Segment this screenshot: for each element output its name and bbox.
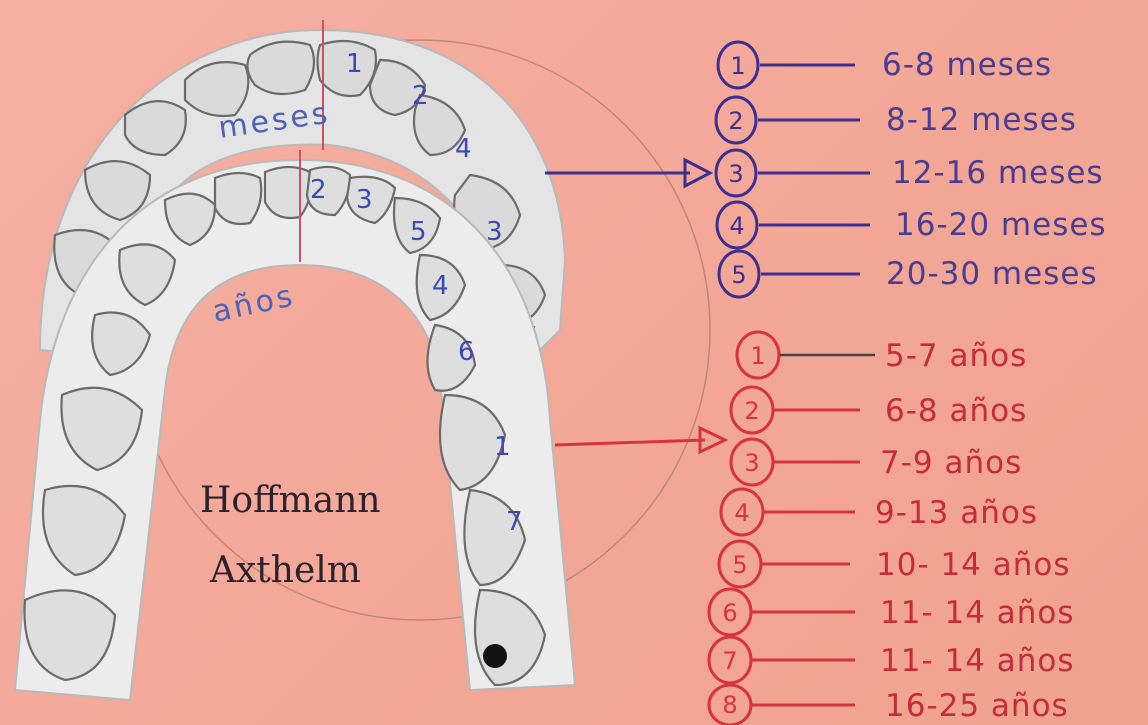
key-row: 8 16-25 años	[709, 685, 1069, 725]
key-number: 2	[744, 397, 759, 425]
key-age-range: 8-12 meses	[886, 102, 1077, 138]
tooth-number: 4	[455, 134, 472, 164]
key-age-range: 6-8 años	[885, 393, 1027, 429]
key-row: 1 6-8 meses	[718, 42, 1052, 88]
arrow-icon	[555, 428, 725, 452]
tooth-number: 5	[410, 217, 427, 247]
key-row: 3 12-16 meses	[716, 150, 1104, 196]
tooth-number: 6	[458, 337, 475, 367]
key-row: 7 11- 14 años	[709, 637, 1075, 683]
key-row: 4 9-13 años	[721, 489, 1038, 535]
tooth-number: 2	[412, 81, 429, 111]
key-age-range: 11- 14 años	[880, 643, 1075, 679]
key-number: 8	[722, 691, 737, 719]
key-age-range: 5-7 años	[885, 338, 1027, 374]
key-number: 7	[722, 647, 737, 675]
key-number: 2	[728, 107, 743, 135]
key-number: 6	[722, 599, 737, 627]
key-age-range: 6-8 meses	[882, 47, 1052, 83]
permanent-teeth-key: 1 5-7 años 2 6-8 años 3 7-9 años 4 9-13 …	[709, 332, 1075, 725]
key-row: 1 5-7 años	[737, 332, 1027, 378]
key-age-range: 7-9 años	[880, 445, 1022, 481]
tooth-number: 1	[346, 49, 363, 79]
key-number: 3	[744, 449, 759, 477]
arrow-icon	[545, 160, 710, 186]
ink-dot	[483, 644, 507, 668]
key-age-range: 16-20 meses	[895, 207, 1107, 243]
key-number: 1	[730, 52, 745, 80]
tooth-number: 3	[356, 185, 373, 215]
tooth-number: 7	[506, 507, 523, 537]
key-number: 4	[729, 212, 744, 240]
key-row: 6 11- 14 años	[709, 589, 1075, 635]
key-age-range: 12-16 meses	[892, 155, 1104, 191]
tooth-number: 1	[494, 432, 511, 462]
key-row: 5 10- 14 años	[719, 541, 1071, 587]
tooth-number: 4	[432, 271, 449, 301]
key-row: 4 16-20 meses	[717, 202, 1107, 248]
key-row: 2 6-8 años	[731, 387, 1027, 433]
key-number: 5	[732, 551, 747, 579]
key-row: 3 7-9 años	[731, 439, 1022, 485]
key-age-range: 9-13 años	[875, 495, 1038, 531]
key-age-range: 10- 14 años	[876, 547, 1071, 583]
tooth-number: 2	[310, 175, 327, 205]
key-number: 3	[728, 160, 743, 188]
author-name: Hoffmann	[200, 480, 381, 521]
lower-arch-label: años	[209, 278, 298, 330]
author-name: Axthelm	[209, 550, 361, 591]
key-row: 5 20-30 meses	[719, 251, 1098, 297]
key-number: 4	[734, 499, 749, 527]
key-row: 2 8-12 meses	[716, 97, 1077, 143]
key-age-range: 20-30 meses	[886, 256, 1098, 292]
key-number: 1	[750, 342, 765, 370]
key-age-range: 16-25 años	[885, 688, 1069, 724]
key-number: 5	[731, 261, 746, 289]
primary-teeth-key: 1 6-8 meses 2 8-12 meses 3 12-16 meses 4…	[716, 42, 1107, 297]
key-age-range: 11- 14 años	[880, 595, 1075, 631]
